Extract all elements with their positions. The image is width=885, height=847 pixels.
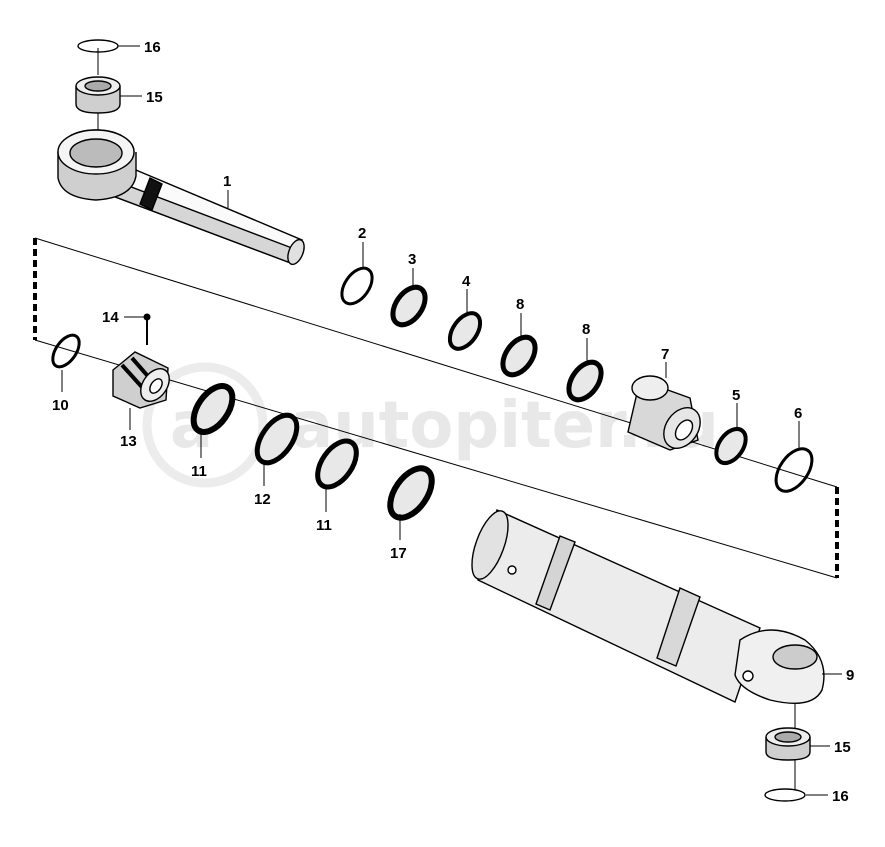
callout-16-top: 16 — [144, 39, 161, 56]
callout-16-bottom: 16 — [832, 788, 849, 805]
snap-ring-bottom — [764, 788, 806, 802]
callout-12: 12 — [254, 491, 271, 508]
callout-8b: 8 — [582, 321, 590, 338]
callout-14: 14 — [102, 309, 119, 326]
bushing-bottom — [765, 727, 811, 761]
seal-3 — [390, 284, 428, 328]
callout-15-top: 15 — [146, 89, 163, 106]
callout-1: 1 — [223, 173, 231, 190]
assembly-dashed-connectors — [33, 238, 839, 578]
ring-4 — [447, 311, 483, 351]
bushing-top — [75, 76, 121, 114]
ring-5 — [714, 426, 748, 466]
callout-9: 9 — [846, 667, 854, 684]
seal-11a — [190, 383, 236, 435]
callout-2: 2 — [358, 225, 366, 242]
callout-15-bottom: 15 — [834, 739, 851, 756]
callout-10: 10 — [52, 397, 69, 414]
piston-rod — [57, 129, 305, 266]
piston — [112, 351, 170, 409]
leader-lines — [61, 45, 842, 796]
callout-7: 7 — [661, 346, 669, 363]
o-ring-10 — [51, 333, 81, 369]
set-screw — [143, 313, 151, 345]
callout-3: 3 — [408, 251, 416, 268]
callout-8a: 8 — [516, 296, 524, 313]
callout-labels: 16 15 1 2 3 4 8 8 7 5 6 14 10 13 11 12 1… — [52, 39, 854, 805]
callout-6: 6 — [794, 405, 802, 422]
wear-ring-8a — [500, 334, 538, 378]
seal-11b — [315, 438, 359, 490]
gland — [627, 375, 701, 451]
ring-12 — [254, 412, 300, 466]
callout-11b: 11 — [316, 517, 332, 534]
callout-17: 17 — [390, 545, 407, 562]
callout-4: 4 — [462, 273, 471, 290]
cylinder-barrel — [471, 509, 825, 704]
o-ring-6 — [774, 447, 814, 493]
o-ring-2 — [340, 266, 374, 306]
callout-11a: 11 — [191, 463, 207, 480]
seal-17 — [387, 465, 435, 521]
callout-13: 13 — [120, 433, 137, 450]
wear-ring-8b — [566, 359, 604, 403]
callout-5: 5 — [732, 387, 740, 404]
lower-seal-rings — [51, 333, 435, 521]
upper-seal-rings — [340, 266, 814, 493]
